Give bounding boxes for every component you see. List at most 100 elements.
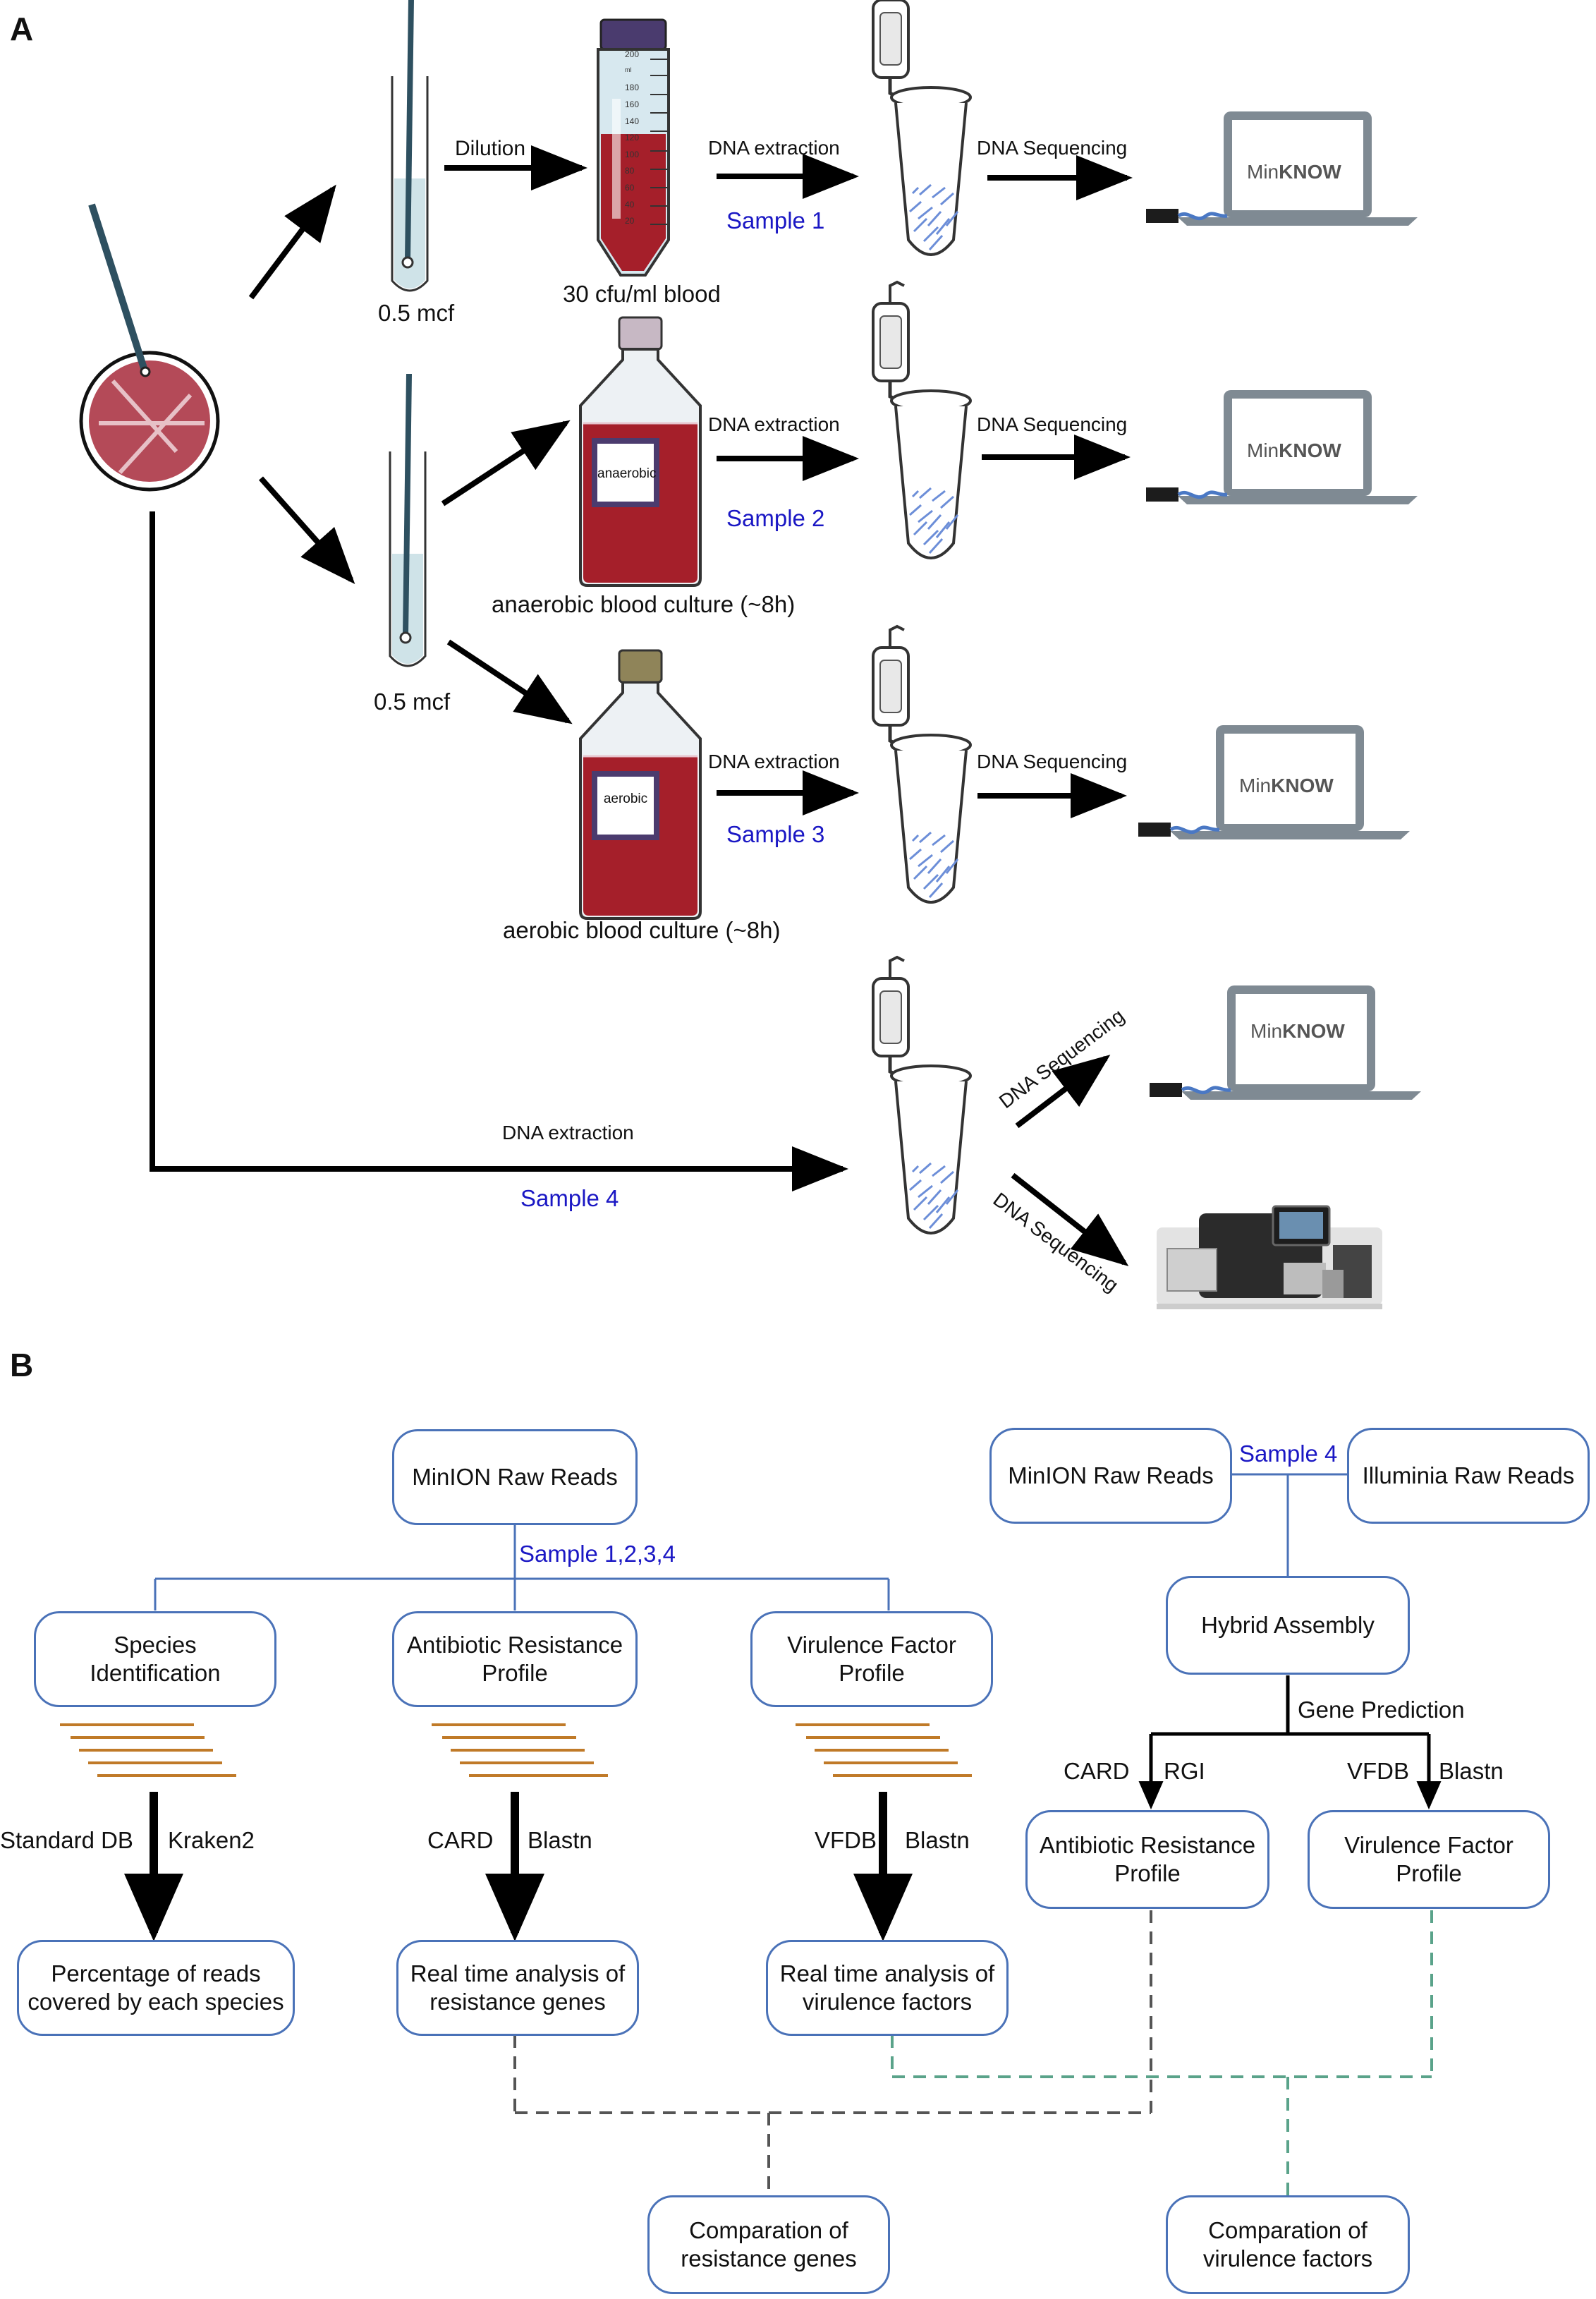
tube-scale-tick: 80 [625, 166, 635, 176]
tube-scale-tick: 40 [625, 199, 635, 210]
aerobic-bottle-label: aerobic [603, 791, 648, 806]
minknow-min-4: Min [1250, 1020, 1283, 1042]
right-db-label-vfdb: VFDB [1347, 1758, 1410, 1784]
species-identification-box: Species Identification [34, 1611, 276, 1707]
illumina-sequencer [1157, 1205, 1382, 1309]
left-tree-lines [154, 1524, 890, 1610]
blood-concentration-label: 30 cfu/ml blood [563, 281, 721, 307]
arrow-sequencing-4-down [1011, 1172, 1129, 1266]
reads-lines-3 [796, 1723, 972, 1777]
tube-scale-tick: 160 [625, 99, 640, 109]
minknow-know-1: KNOW [1279, 161, 1341, 183]
left-minion-raw-reads-box: MinION Raw Reads [392, 1429, 638, 1525]
minknow-text-3: MinKNOW [1239, 776, 1334, 796]
sample-label-2: Sample 2 [726, 505, 825, 531]
panel-a-label: A [10, 11, 34, 47]
sequencing-label-1: DNA Sequencing [977, 137, 1128, 159]
minion-laptop-4 [1150, 985, 1421, 1100]
anaerobic-bottle [580, 317, 700, 586]
tube-scale: 200 ml 180 160 140 120 100 80 60 40 20 [625, 49, 653, 233]
sample-tube-3 [873, 626, 970, 902]
minknow-min-2: Min [1247, 439, 1279, 461]
arrow-to-mid-tube [259, 476, 355, 584]
tool-label-blastn-1: Blastn [528, 1827, 592, 1853]
arrow-to-top-tube [248, 184, 336, 300]
left-sample-label: Sample 1,2,3,4 [519, 1541, 676, 1567]
sample-label-4: Sample 4 [520, 1185, 619, 1211]
right-tool-label-blastn: Blastn [1439, 1758, 1504, 1784]
db-label-vfdb: VFDB [815, 1827, 877, 1853]
tube-scale-tick: 120 [625, 133, 640, 143]
right-minion-raw-reads-box: MinION Raw Reads [989, 1428, 1232, 1524]
test-tube-top [392, 0, 427, 291]
right-tree-lines [1231, 1473, 1347, 1576]
aerobic-caption: aerobic blood culture (~8h) [503, 917, 781, 943]
minknow-min-1: Min [1247, 161, 1279, 183]
reads-lines-1 [60, 1723, 236, 1777]
right-antibiotic-profile-box: Antibiotic Resistance Profile [1025, 1810, 1269, 1909]
test-tube-mid [390, 374, 425, 666]
percentage-reads-box: Percentage of reads covered by each spec… [17, 1940, 295, 2036]
gene-prediction-label: Gene Prediction [1298, 1697, 1465, 1723]
blood-falcon-tube [597, 18, 670, 277]
sample-tube-2 [873, 282, 970, 558]
arrow-direct-path [150, 511, 848, 1191]
minknow-text-4: MinKNOW [1250, 1021, 1345, 1041]
anaerobic-caption: anaerobic blood culture (~8h) [492, 591, 796, 617]
dashed-virulence-lines [891, 1910, 1433, 2195]
petri-dish [79, 203, 220, 492]
tube-scale-tick: ml [625, 66, 632, 73]
right-tool-label-rgi: RGI [1164, 1758, 1205, 1784]
tube-scale-tick: 140 [625, 116, 640, 126]
extraction-label-4: DNA extraction [502, 1122, 634, 1144]
minknow-know-2: KNOW [1279, 439, 1341, 461]
comparison-resistance-box: Comparation of resistance genes [647, 2195, 890, 2294]
left-virulence-profile-box: Virulence Factor Profile [750, 1611, 993, 1707]
sample-tube-1 [873, 0, 970, 255]
realtime-virulence-box: Real time analysis of virulence factors [766, 1940, 1009, 2036]
tube-scale-tick: 20 [625, 216, 635, 226]
right-db-label-card: CARD [1064, 1758, 1130, 1784]
sequencing-label-3: DNA Sequencing [977, 751, 1128, 772]
dilution-label: Dilution [455, 137, 526, 160]
extraction-label-3: DNA extraction [708, 751, 840, 772]
tube-scale-tick: 180 [625, 83, 640, 93]
sample-label-1: Sample 1 [726, 207, 825, 233]
aerobic-bottle [580, 650, 700, 918]
sample-tube-4 [873, 957, 970, 1233]
mcf-top-label: 0.5 mcf [378, 300, 455, 326]
tube-scale-tick: 200 [625, 49, 640, 59]
db-label-card: CARD [427, 1827, 494, 1853]
tool-label-kraken2: Kraken2 [168, 1827, 255, 1853]
comparison-virulence-box: Comparation of virulence factors [1166, 2195, 1410, 2294]
left-antibiotic-profile-box: Antibiotic Resistance Profile [392, 1611, 638, 1707]
arrow-to-aerobic [446, 639, 573, 724]
right-sample-label: Sample 4 [1239, 1440, 1338, 1467]
tube-scale-tick: 100 [625, 149, 640, 159]
minknow-know-3: KNOW [1271, 775, 1334, 796]
realtime-resistance-box: Real time analysis of resistance genes [396, 1940, 639, 2036]
right-virulence-profile-box: Virulence Factor Profile [1308, 1810, 1550, 1909]
illumina-raw-reads-box: Illuminia Raw Reads [1347, 1428, 1590, 1524]
minknow-text-1: MinKNOW [1247, 162, 1341, 182]
minknow-min-3: Min [1239, 775, 1272, 796]
reads-lines-2 [432, 1723, 608, 1777]
extraction-label-2: DNA extraction [708, 413, 840, 435]
panel-b-label: B [10, 1347, 34, 1383]
sequencing-label-2: DNA Sequencing [977, 413, 1128, 435]
tool-label-blastn-2: Blastn [905, 1827, 970, 1853]
sample-label-3: Sample 3 [726, 821, 825, 847]
anaerobic-bottle-label: anaerobic [597, 466, 657, 481]
db-label-standard: Standard DB [0, 1827, 133, 1853]
dashed-resistance-lines [513, 1910, 1152, 2194]
gene-prediction-lines [1138, 1675, 1442, 1809]
arrow-sequencing-4-up [1015, 1055, 1111, 1129]
minknow-know-4: KNOW [1282, 1020, 1345, 1042]
mcf-mid-label: 0.5 mcf [374, 689, 451, 715]
extraction-label-1: DNA extraction [708, 137, 840, 159]
minknow-text-2: MinKNOW [1247, 441, 1341, 461]
tube-scale-tick: 60 [625, 183, 635, 193]
hybrid-assembly-box: Hybrid Assembly [1166, 1576, 1410, 1675]
